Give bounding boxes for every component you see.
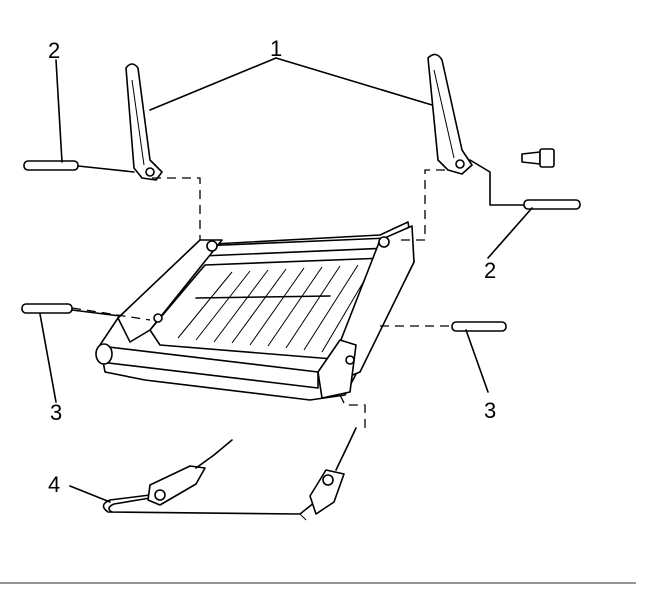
bolt-right bbox=[521, 148, 555, 168]
leader-lines bbox=[39, 57, 533, 503]
callout-2-right: 2 bbox=[484, 258, 496, 283]
callout-3-right: 3 bbox=[484, 398, 496, 423]
callout-1: 1 bbox=[270, 36, 282, 61]
assembly-lines bbox=[71, 169, 452, 430]
pin-upper-left bbox=[23, 160, 79, 171]
callout-3-left: 3 bbox=[50, 400, 62, 425]
recliner-bracket-left bbox=[125, 63, 163, 181]
callout-4: 4 bbox=[48, 472, 60, 497]
recliner-bracket-right bbox=[427, 53, 473, 175]
callout-2-left: 2 bbox=[48, 38, 60, 63]
seat-frame bbox=[95, 221, 415, 401]
pin-lower-left bbox=[21, 303, 73, 314]
pin-lower-right bbox=[451, 321, 507, 332]
adjuster-cable-assembly bbox=[102, 427, 357, 521]
